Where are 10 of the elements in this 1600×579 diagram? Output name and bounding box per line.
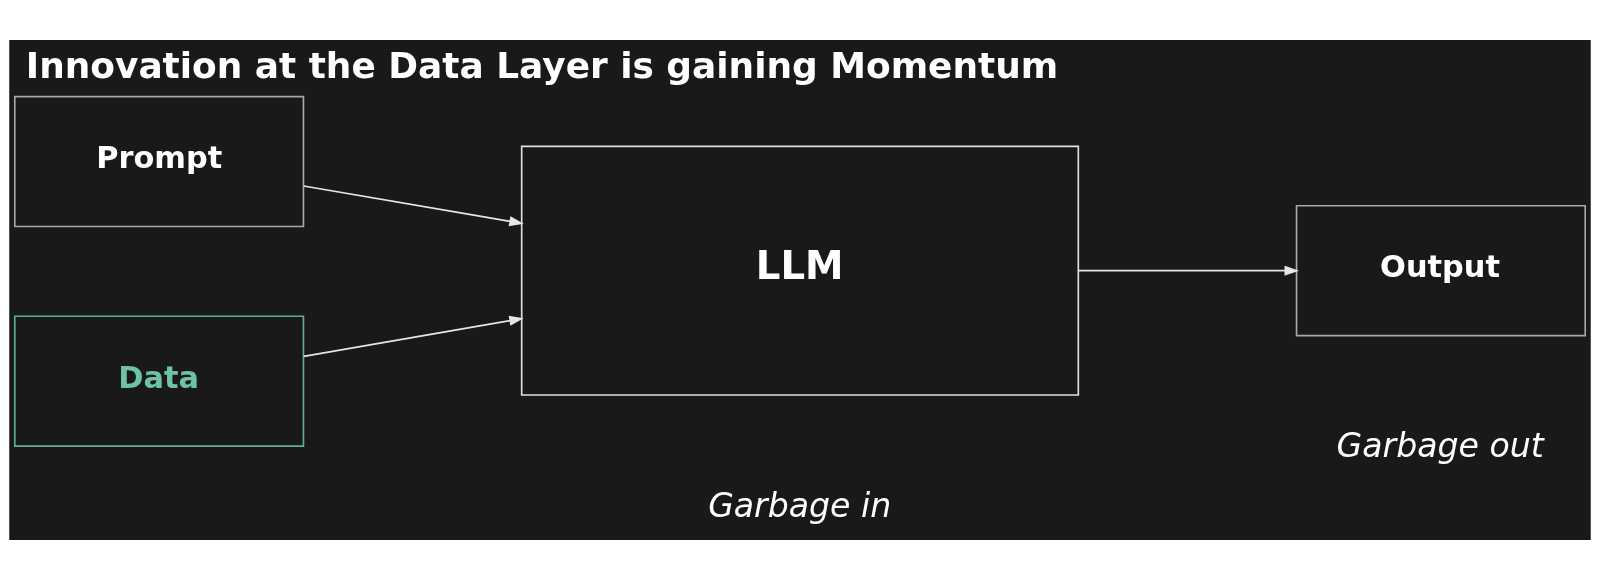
arrow [302,184,524,226]
node-box: Output [1295,204,1587,336]
diagram-title: Innovation at the Data Layer is gaining Momentum [25,44,1059,86]
arrow [302,315,524,357]
node-box: Prompt [13,95,305,227]
label: Garbage out [1336,425,1544,465]
arrow [1077,265,1299,276]
node-box: LLM [520,145,1080,396]
label: Garbage in [708,485,892,525]
node-box: Data [13,314,305,447]
